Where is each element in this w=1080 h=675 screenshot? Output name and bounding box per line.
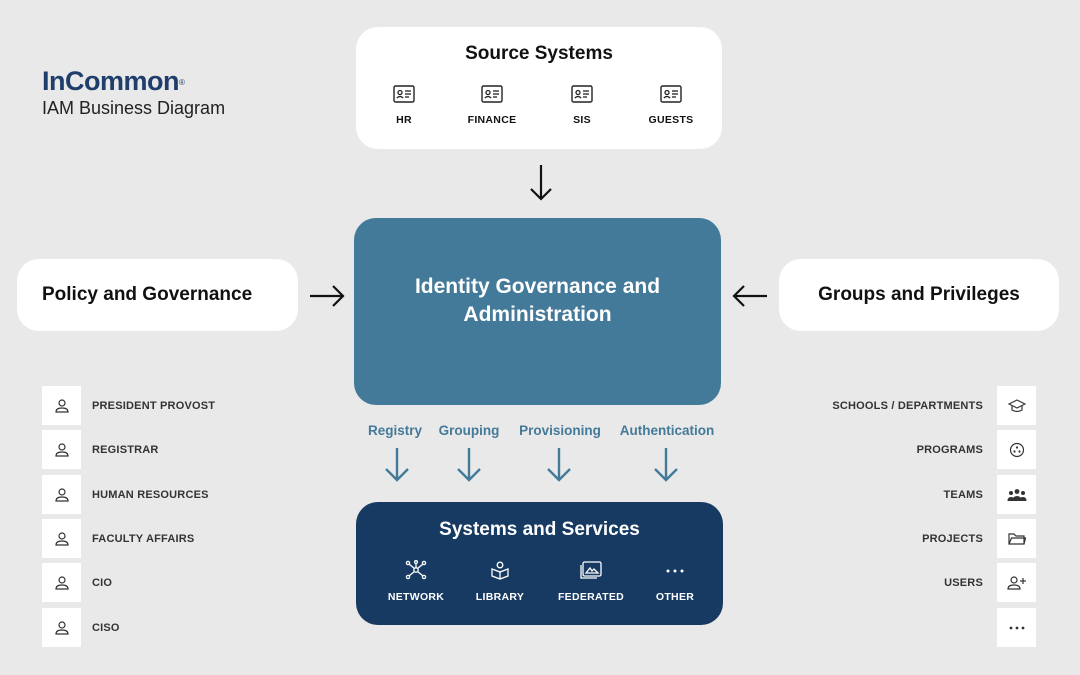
id-card-icon xyxy=(481,85,503,103)
more-icon xyxy=(1009,626,1024,629)
id-card-icon xyxy=(571,85,593,103)
group-type-item: PROGRAMS xyxy=(917,430,1036,469)
add-user-icon xyxy=(1006,575,1026,590)
arrow-down-icon xyxy=(654,448,678,482)
team-icon xyxy=(1007,488,1026,501)
arrow-down-authentication xyxy=(652,446,680,484)
id-card-icon xyxy=(393,85,415,103)
more-icon xyxy=(666,569,684,573)
groups-privileges-label: Groups and Privileges xyxy=(818,284,1020,305)
person-icon xyxy=(54,487,69,502)
diagram-subtitle: IAM Business Diagram xyxy=(42,98,226,118)
network-icon xyxy=(405,559,427,580)
person-icon xyxy=(54,575,69,590)
federated-icon xyxy=(580,561,602,579)
policy-role-label: PRESIDENT PROVOST xyxy=(92,399,216,412)
source-system-label: GUESTS xyxy=(648,114,694,126)
policy-governance-box: Policy and Governance xyxy=(17,259,298,331)
systems-services-box: Systems and Services NETWORK LIBRARY FED… xyxy=(356,502,723,625)
source-system-label: SIS xyxy=(573,114,591,126)
library-icon xyxy=(491,561,509,580)
policy-role-label: HUMAN RESOURCES xyxy=(92,488,209,501)
system-label: FEDERATED xyxy=(557,591,625,603)
folder-icon xyxy=(1007,532,1026,545)
arrow-down-icon xyxy=(457,448,481,482)
policy-role-label: REGISTRAR xyxy=(92,443,159,456)
policy-role-label: CISO xyxy=(92,621,120,634)
arrow-down-registry xyxy=(383,446,411,484)
policy-role-item: PRESIDENT PROVOST xyxy=(42,386,215,425)
person-icon xyxy=(54,398,69,413)
groups-privileges-box: Groups and Privileges xyxy=(779,259,1059,331)
system-network: NETWORK xyxy=(371,559,461,603)
group-type-item: USERS xyxy=(944,563,1036,602)
policy-role-label: CIO xyxy=(92,576,113,589)
group-type-label: PROJECTS xyxy=(922,532,983,545)
policy-role-item: CIO xyxy=(42,563,112,602)
policy-role-item: FACULTY AFFAIRS xyxy=(42,519,194,558)
group-type-item: SCHOOLS / DEPARTMENTS xyxy=(832,386,1036,425)
source-systems-title: Source Systems xyxy=(465,43,613,64)
policy-role-label: FACULTY AFFAIRS xyxy=(92,532,195,545)
arrow-right-policy xyxy=(308,283,346,309)
programs-icon xyxy=(1009,442,1024,457)
group-type-label: PROGRAMS xyxy=(916,443,983,456)
process-label-authentication: Authentication xyxy=(619,423,715,438)
source-system-label: FINANCE xyxy=(467,114,517,126)
system-label: LIBRARY xyxy=(475,591,525,603)
policy-role-item: CISO xyxy=(42,608,120,647)
person-icon xyxy=(54,442,69,457)
process-label-registry: Registry xyxy=(367,423,423,438)
source-system-guests: GUESTS xyxy=(626,85,716,126)
arrow-left-groups xyxy=(731,283,769,309)
group-type-label: SCHOOLS / DEPARTMENTS xyxy=(832,399,983,412)
policy-role-item: REGISTRAR xyxy=(42,430,159,469)
group-type-item xyxy=(983,608,1036,647)
iga-title-line1: Identity Governance and xyxy=(414,274,661,298)
registered-mark: ® xyxy=(179,78,185,87)
system-label: OTHER xyxy=(655,591,695,603)
arrow-right-icon xyxy=(310,285,345,307)
arrow-down-source xyxy=(528,163,554,203)
system-federated: FEDERATED xyxy=(546,560,636,603)
group-type-label: TEAMS xyxy=(943,488,983,501)
graduation-cap-icon xyxy=(1007,398,1026,412)
brand-logo: InCommon xyxy=(42,66,180,96)
arrow-down-icon xyxy=(530,165,552,201)
source-system-hr: HR xyxy=(359,85,449,126)
system-library: LIBRARY xyxy=(455,560,545,603)
process-label-provisioning: Provisioning xyxy=(519,423,601,438)
arrow-left-icon xyxy=(732,285,767,307)
group-type-label: USERS xyxy=(944,576,983,589)
arrow-down-icon xyxy=(385,448,409,482)
group-type-item: PROJECTS xyxy=(922,519,1036,558)
source-system-label: HR xyxy=(396,114,412,126)
source-systems-box: Source Systems HR FINANCE SIS GUESTS xyxy=(356,27,722,149)
person-icon xyxy=(54,620,69,635)
policy-role-item: HUMAN RESOURCES xyxy=(42,475,209,514)
arrow-down-icon xyxy=(547,448,571,482)
source-system-sis: SIS xyxy=(537,85,627,126)
source-system-finance: FINANCE xyxy=(447,85,537,126)
id-card-icon xyxy=(660,85,682,103)
system-label: NETWORK xyxy=(387,591,445,603)
arrow-down-grouping xyxy=(455,446,483,484)
systems-services-title: Systems and Services xyxy=(439,519,640,540)
arrow-down-provisioning xyxy=(545,446,573,484)
process-label-grouping: Grouping xyxy=(438,423,500,438)
group-type-item: TEAMS xyxy=(943,475,1036,514)
policy-governance-label: Policy and Governance xyxy=(42,284,253,305)
iga-title-line2: Administration xyxy=(463,302,612,326)
system-other: OTHER xyxy=(630,560,720,603)
brand: InCommon® IAM Business Diagram xyxy=(42,66,225,119)
person-icon xyxy=(54,531,69,546)
